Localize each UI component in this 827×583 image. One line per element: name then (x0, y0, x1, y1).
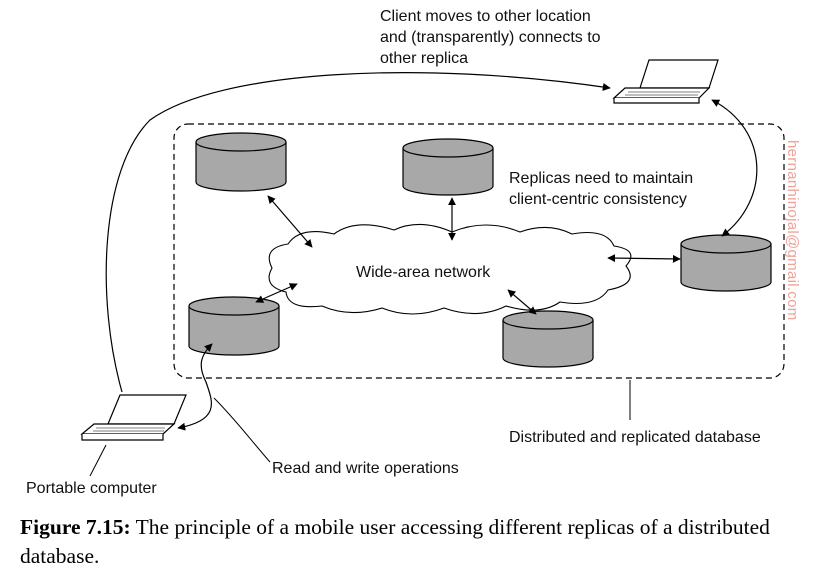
leader-portable-computer (89, 444, 107, 477)
leader-read-write (213, 397, 271, 463)
arrow-network-bottom-center-db (507, 289, 537, 315)
laptop-new-location-icon (612, 59, 719, 104)
figure-number: Figure 7.15: (20, 515, 131, 539)
portable-computer-icon (80, 394, 187, 441)
database-replica-top-left (195, 132, 287, 192)
label-portable-computer: Portable computer (26, 480, 157, 497)
database-replica-bottom-center (502, 310, 594, 368)
figure-caption-text: The principle of a mobile user accessing… (20, 515, 770, 568)
database-replica-right (680, 234, 772, 292)
label-client-moves-line3: other replica (380, 50, 468, 67)
watermark-email: hernanhinojal@gmail.com (784, 140, 801, 321)
label-read-write-operations: Read and write operations (272, 460, 459, 477)
database-replica-top-center (402, 138, 494, 196)
label-client-moves-line1: Client moves to other location (380, 8, 591, 25)
database-replica-left (188, 296, 280, 356)
arrow-left-db-network (255, 283, 298, 303)
label-wide-area-network: Wide-area network (356, 264, 491, 281)
arrow-laptop-right-db (711, 99, 758, 237)
replicated-database-boundary (173, 123, 785, 379)
arrow-portable-left-db (177, 343, 213, 431)
label-client-moves-line2: and (transparently) connects to (380, 29, 601, 46)
client-movement-arrow (105, 72, 611, 393)
figure-caption: Figure 7.15: The principle of a mobile u… (20, 513, 820, 571)
arrow-top-left-db-network (267, 195, 313, 248)
arrow-network-right-db (607, 254, 681, 263)
label-distributed-replicated-database: Distributed and replicated database (509, 429, 761, 446)
wide-area-network-cloud (268, 223, 632, 315)
label-replicas-need-line1: Replicas need to maintain (509, 170, 693, 187)
label-replicas-need-line2: client-centric consistency (509, 191, 687, 208)
